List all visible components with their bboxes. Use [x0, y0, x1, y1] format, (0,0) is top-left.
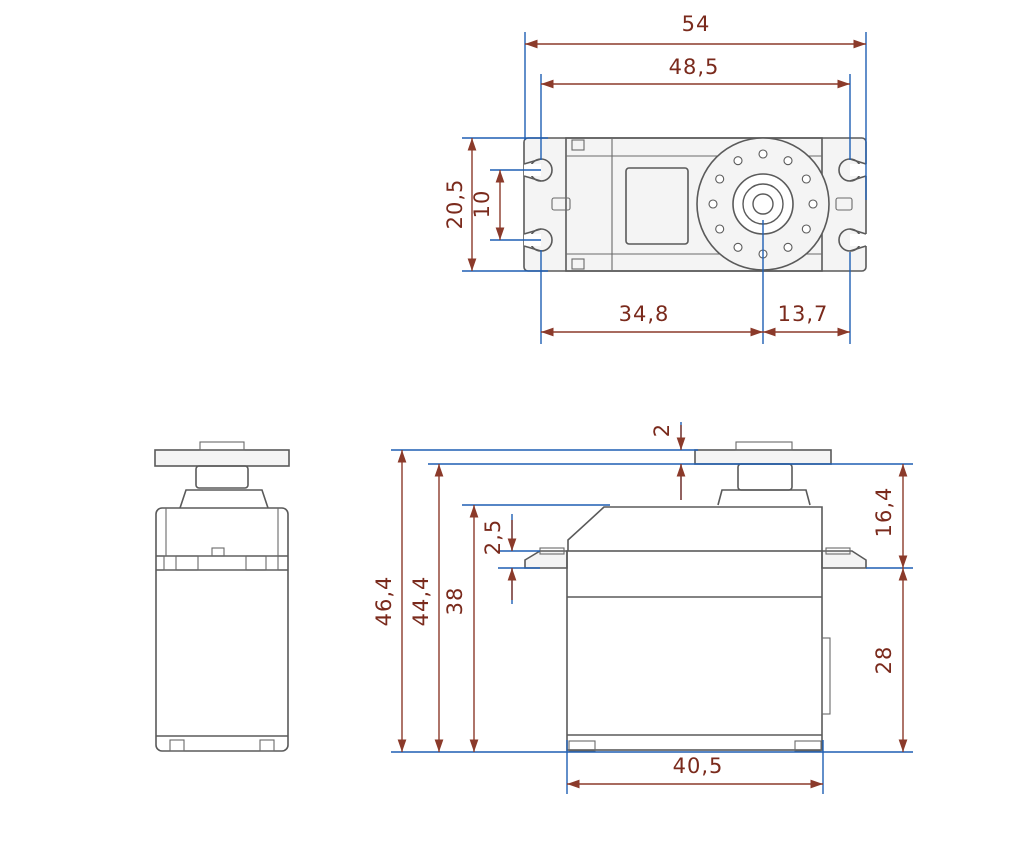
dim-label-shaft-to-hole: 13,7 — [778, 302, 829, 326]
horn-hole — [783, 242, 793, 252]
horn-hole — [715, 174, 725, 184]
horn-hole — [733, 242, 743, 252]
horn-hole — [715, 224, 725, 234]
dimension-labels: 54 48,5 20,5 10 34,8 13,7 2 46,4 44,4 38… — [372, 12, 896, 778]
side-view-horn — [694, 449, 832, 465]
dim-label-flange-thickness: 2,5 — [481, 519, 505, 555]
dim-label-hole-spacing: 48,5 — [669, 55, 720, 79]
horn-hole — [733, 156, 743, 166]
dim-label-overall-depth: 20,5 — [443, 179, 467, 230]
dim-label-overall-width: 54 — [682, 12, 711, 36]
horn-hole — [801, 174, 811, 184]
dim-label-shaft-offset: 34,8 — [619, 302, 670, 326]
dim-label-height-to-horn: 44,4 — [409, 576, 433, 627]
dim-label-hole-gap: 10 — [470, 190, 494, 219]
dim-label-total-height: 46,4 — [372, 576, 396, 627]
dim-label-horn-thickness: 2 — [650, 423, 674, 437]
front-view-horn — [154, 449, 290, 467]
horn-hole — [708, 199, 718, 209]
dim-label-body-height: 38 — [443, 587, 467, 616]
horn-hole — [783, 156, 793, 166]
front-view-body — [155, 507, 289, 752]
front-view — [154, 441, 290, 752]
side-view-case-top — [567, 506, 823, 551]
horn-hole — [801, 224, 811, 234]
top-view — [523, 137, 867, 272]
side-view-body — [566, 550, 823, 751]
dim-label-lower-height: 28 — [872, 646, 896, 675]
servo-horn-top — [696, 137, 830, 271]
dimension-lines — [397, 39, 908, 789]
horn-hole — [758, 149, 768, 159]
dim-label-body-width: 40,5 — [673, 754, 724, 778]
mounting-hole-right-bottom — [838, 228, 867, 252]
horn-hole — [808, 199, 818, 209]
dim-label-upper-height: 16,4 — [872, 487, 896, 538]
side-view — [524, 441, 867, 752]
top-view-label-window — [625, 167, 689, 245]
